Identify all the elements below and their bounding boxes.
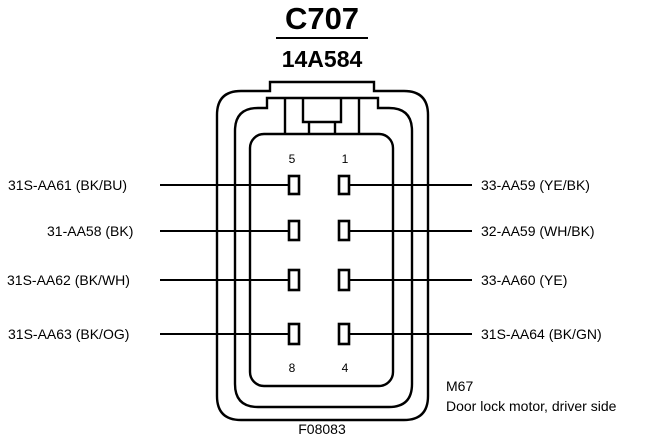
circuit-label-left-3: 31S-AA62 (BK/WH) xyxy=(7,272,130,288)
pin-number-8: 8 xyxy=(289,361,296,375)
pin-8-terminal xyxy=(287,322,301,346)
pin-1-terminal xyxy=(337,174,351,196)
pin-6-terminal xyxy=(287,219,301,242)
housing-inner-outline xyxy=(233,96,414,409)
pin-7-terminal xyxy=(287,268,301,292)
pin-3-terminal xyxy=(337,268,351,292)
circuit-row-1: 31S-AA61 (BK/BU) 33-AA59 (YE/BK) xyxy=(8,174,590,196)
circuit-label-left-4: 31S-AA63 (BK/OG) xyxy=(8,326,129,342)
circuit-label-left-1: 31S-AA61 (BK/BU) xyxy=(8,177,127,193)
component-description: Door lock motor, driver side xyxy=(446,398,617,414)
circuit-row-4: 31S-AA63 (BK/OG) 31S-AA64 (BK/GN) xyxy=(8,322,602,346)
housing-outer-outline xyxy=(215,80,430,422)
figure-id: F08083 xyxy=(298,421,346,437)
locking-tab xyxy=(283,99,361,134)
pin-number-5: 5 xyxy=(289,152,296,166)
component-code: M67 xyxy=(446,378,473,394)
pin-4-terminal xyxy=(337,322,351,346)
circuit-label-left-2: 31-AA58 (BK) xyxy=(47,223,133,239)
circuit-label-right-1: 33-AA59 (YE/BK) xyxy=(481,177,590,193)
pin-5-terminal xyxy=(287,174,301,196)
connector-id: C707 xyxy=(285,1,359,36)
pin-number-4: 4 xyxy=(342,361,349,375)
connector-housing xyxy=(215,80,430,422)
pin-2-terminal xyxy=(337,219,351,242)
circuit-row-2: 31-AA58 (BK) 32-AA59 (WH/BK) xyxy=(47,219,595,242)
connector-part-number: 14A584 xyxy=(282,46,363,72)
circuit-label-right-4: 31S-AA64 (BK/GN) xyxy=(481,326,602,342)
circuit-label-right-3: 33-AA60 (YE) xyxy=(481,272,567,288)
circuit-row-3: 31S-AA62 (BK/WH) 33-AA60 (YE) xyxy=(7,268,567,292)
circuit-label-right-2: 32-AA59 (WH/BK) xyxy=(481,223,595,239)
pin-number-1: 1 xyxy=(342,152,349,166)
pin-cavity-frame xyxy=(248,132,395,388)
